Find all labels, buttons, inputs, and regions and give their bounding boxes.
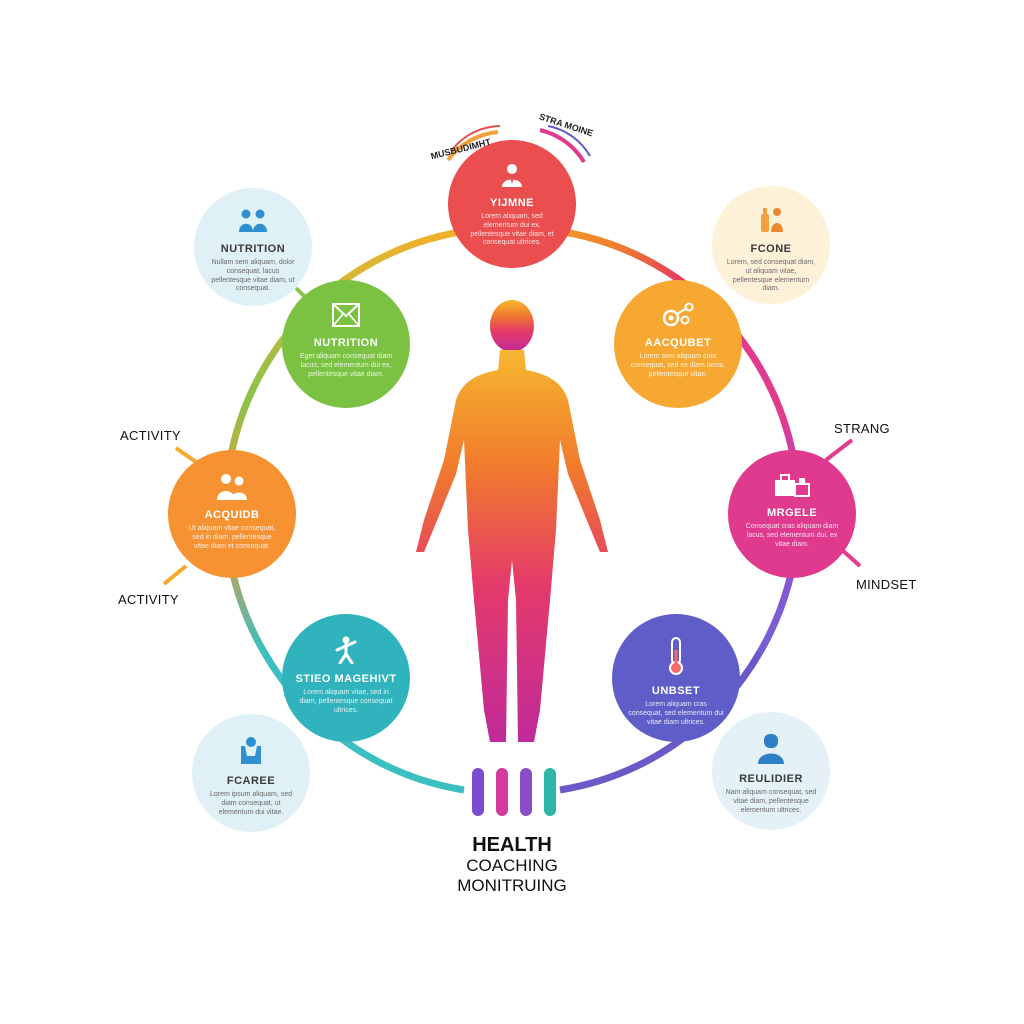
node-title: NUTRITION bbox=[313, 337, 379, 349]
node-nutrition-green[interactable]: NUTRITION Eget aliquam consequat diam la… bbox=[282, 280, 410, 408]
bottles-icon bbox=[755, 206, 787, 239]
top-accent-left bbox=[446, 130, 499, 162]
node-body: Lorem aliquam vitae, sed in diam, pellen… bbox=[299, 689, 393, 714]
node-acquidb[interactable]: ACQUIDB Ut aliquam vitae consequat, sed … bbox=[168, 450, 296, 578]
node-acqubet[interactable]: AACQUBET Lorem sem aliquam cras consequa… bbox=[614, 280, 742, 408]
node-unbset[interactable]: UNBSET Lorem aliquam cras consequat, sed… bbox=[612, 614, 740, 742]
caption-line3: MONITRUING bbox=[457, 876, 567, 895]
envelope-icon bbox=[331, 302, 361, 333]
label-activity-lower: ACTIVITY bbox=[118, 592, 179, 607]
node-title: AACQUBET bbox=[644, 337, 712, 349]
people-icon bbox=[237, 208, 269, 239]
bar-purple bbox=[472, 768, 484, 816]
top-accent-right bbox=[539, 128, 586, 164]
node-body: Lorem aliquam, sed elementum dui ex, pel… bbox=[470, 213, 554, 247]
caption: HEALTH COACHING MONITRUING bbox=[412, 834, 612, 896]
node-title: FCAREE bbox=[226, 775, 276, 787]
node-body: Lorem ipsum aliquam, sed diam consequat,… bbox=[209, 791, 293, 816]
node-body: Eget aliquam consequat diam lacus, sed e… bbox=[299, 353, 393, 378]
tick-strang bbox=[824, 438, 854, 462]
label-activity-upper: ACTIVITY bbox=[120, 428, 181, 443]
node-fcaree[interactable]: FCAREE Lorem ipsum aliquam, sed diam con… bbox=[192, 714, 310, 832]
node-mrgele[interactable]: MRGELE Consequat cras aliquam diam lacus… bbox=[728, 450, 856, 578]
top-accent-right-2 bbox=[547, 125, 591, 157]
node-nutrition-light[interactable]: NUTRITION Nullam sem aliquam, dolor cons… bbox=[194, 188, 312, 306]
node-body: Nam aliquam consequat, sed vitae diam, p… bbox=[725, 789, 817, 814]
node-title: UNBSET bbox=[651, 685, 701, 697]
node-body: Consequat cras aliquam diam lacus, sed e… bbox=[745, 523, 839, 548]
runner-icon bbox=[331, 636, 361, 669]
tick-activity-lower bbox=[162, 564, 188, 586]
node-title: FCONE bbox=[750, 243, 792, 255]
people-icon bbox=[215, 472, 249, 505]
briefcase-icon bbox=[773, 472, 811, 503]
node-body: Nullam sem aliquam, dolor consequat, lac… bbox=[211, 259, 295, 293]
node-title: STIEO MAGEHIVT bbox=[295, 673, 397, 685]
hands-icon bbox=[235, 734, 267, 771]
bar-teal bbox=[544, 768, 556, 816]
node-title: NUTRITION bbox=[220, 243, 286, 255]
node-title: MRGELE bbox=[766, 507, 818, 519]
node-reulidier[interactable]: REULIDIER Nam aliquam consequat, sed vit… bbox=[712, 712, 830, 830]
node-title: REULIDIER bbox=[739, 773, 803, 785]
person-icon bbox=[499, 162, 525, 193]
label-strang: STRANG bbox=[834, 421, 890, 436]
node-body: Lorem sem aliquam cras consequat, sed ex… bbox=[630, 353, 726, 378]
node-stieo[interactable]: STIEO MAGEHIVT Lorem aliquam vitae, sed … bbox=[282, 614, 410, 742]
ring-arc-bottom-left bbox=[260, 650, 465, 794]
label-mindset: MINDSET bbox=[856, 577, 917, 592]
caption-line1: HEALTH bbox=[472, 834, 552, 856]
node-body: Lorem, sed consequat diam, ut aliquam vi… bbox=[726, 259, 816, 293]
node-top[interactable]: YIJMNE Lorem aliquam, sed elementum dui … bbox=[448, 140, 576, 268]
avatar-icon bbox=[756, 732, 786, 769]
ring-arc-bottom-right bbox=[559, 650, 764, 794]
node-title: YIJMNE bbox=[490, 197, 534, 209]
caption-line2: COACHING bbox=[466, 856, 558, 875]
node-title: ACQUIDB bbox=[204, 509, 260, 521]
bar-violet bbox=[520, 768, 532, 816]
gear-icon bbox=[661, 302, 695, 333]
human-figure bbox=[416, 300, 608, 742]
node-body: Ut aliquam vitae consequat, sed in diam,… bbox=[188, 525, 276, 550]
thermometer-icon bbox=[665, 636, 687, 681]
bar-magenta bbox=[496, 768, 508, 816]
node-body: Lorem aliquam cras consequat, sed elemen… bbox=[628, 701, 724, 726]
node-fcone[interactable]: FCONE Lorem, sed consequat diam, ut aliq… bbox=[712, 186, 830, 304]
tick-activity-upper bbox=[174, 446, 198, 464]
top-accent-left-2 bbox=[451, 125, 501, 151]
